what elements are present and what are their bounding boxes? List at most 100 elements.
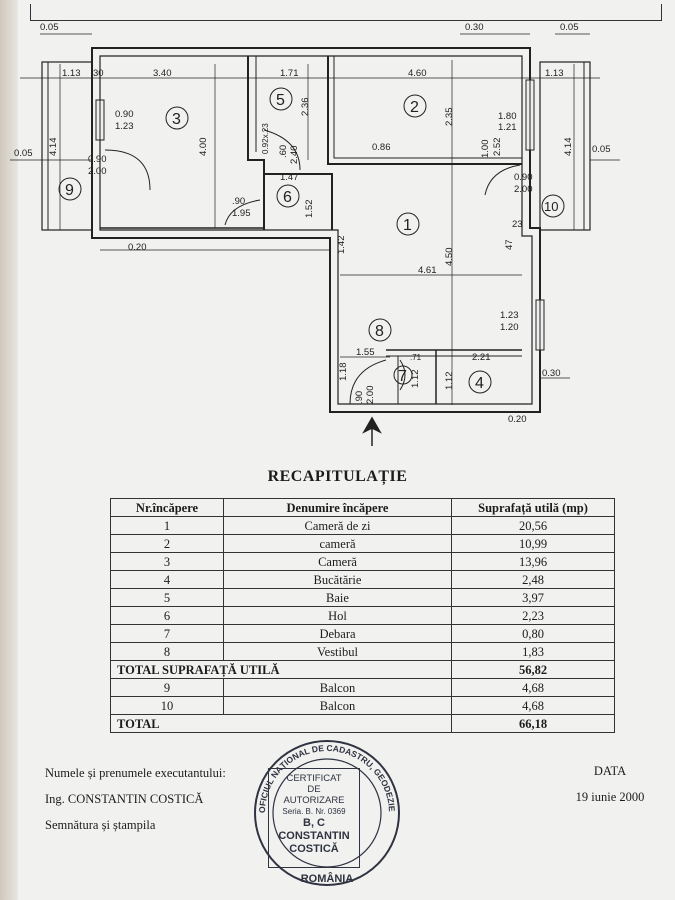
dim-label: 0.05 (40, 22, 59, 33)
stamp-line: COSTICĂ (289, 843, 339, 855)
dim-label: 0.90 (115, 109, 134, 120)
total-row: TOTAL 66,18 (110, 714, 615, 733)
executor-name: Ing. CONSTANTIN COSTICĂ (45, 792, 204, 806)
recap-title: RECAPITULAȚIE (267, 468, 408, 485)
room-area: 3,97 (451, 588, 615, 607)
stamp-line: DE (307, 784, 321, 795)
room-area: 2,23 (451, 606, 615, 625)
dim-label: 1.23 (500, 310, 519, 321)
dim-label: 4.00 (198, 138, 209, 157)
dim-label: 1.42 (336, 236, 347, 255)
date-label: DATA (593, 764, 627, 778)
dim-label: 0.05 (560, 22, 579, 33)
room-number: 8 (110, 642, 224, 661)
dim-label: 1.71 (280, 68, 299, 79)
stamp-line: Seria. B. Nr. 0369 (282, 807, 346, 816)
stamp-line: AUTORIZARE (283, 795, 345, 806)
dim-label: 1.21 (498, 122, 517, 133)
room-name: Balcon (223, 678, 452, 697)
dim-label: 30 (93, 68, 104, 79)
dim-label: 0.92x.23 (261, 123, 270, 154)
table-row: 5 Baie 3,97 (110, 588, 615, 607)
dim-label: 3.40 (153, 68, 172, 79)
dim-label: 4.60 (408, 68, 427, 79)
dim-label: 1.12 (410, 370, 421, 389)
dim-label: 1.20 (500, 322, 519, 333)
dim-label: 23 (512, 219, 523, 230)
dim-label: 2.00 (88, 166, 107, 177)
dim-label: 1.00 (480, 140, 491, 159)
room-name: Hol (223, 606, 452, 625)
dim-label: .71 (410, 353, 422, 362)
room-label-4: 4 (475, 375, 484, 392)
room-name: Cameră (223, 552, 452, 571)
room-name: Bucătărie (223, 570, 452, 589)
total-label: TOTAL (110, 714, 452, 733)
table-row: 10 Balcon 4,68 (110, 696, 615, 715)
dim-label: 2.36 (300, 98, 311, 117)
table-row: 8 Vestibul 1,83 (110, 642, 615, 661)
dim-label: 1.12 (444, 372, 455, 391)
table-row: 7 Debara 0,80 (110, 624, 615, 643)
dim-label: 0.90 (88, 154, 107, 165)
room-name: Balcon (223, 696, 452, 715)
room-number: 5 (110, 588, 224, 607)
room-area: 13,96 (451, 552, 615, 571)
entry-arrow-icon (362, 416, 382, 446)
room-name: cameră (223, 534, 452, 553)
table-row: 6 Hol 2,23 (110, 606, 615, 625)
dim-label: 1.47 (280, 172, 299, 183)
room-area: 10,99 (451, 534, 615, 553)
dim-label: 2.40 (289, 146, 300, 165)
room-number: 1 (110, 516, 224, 535)
page-border-top (30, 4, 662, 21)
table-header-row: Nr.încăpere Denumire încăpere Suprafață … (110, 498, 615, 517)
stamp-line: CERTIFICAT (286, 773, 342, 784)
total-value: 66,18 (451, 714, 615, 733)
dim-label: 2.52 (492, 138, 503, 157)
table-row: 1 Cameră de zi 20,56 (110, 516, 615, 535)
official-stamp: OFICIUL NAȚIONAL DE CADASTRU, GEODEZIE Ș… (252, 738, 400, 886)
room-label-1: 1 (403, 217, 412, 234)
room-label-7: 7 (398, 368, 407, 385)
room-number: 3 (110, 552, 224, 571)
stamp-line: B, C (303, 817, 325, 829)
dim-label: .90 (354, 391, 365, 404)
dim-label: 0.20 (128, 242, 147, 253)
date-value: 19 iunie 2000 (575, 790, 645, 804)
room-name: Baie (223, 588, 452, 607)
floor-plan: 3 2 1 4 5 6 7 8 9 10 0.05 0.30 0.05 1.13… (10, 22, 620, 446)
dim-label: 0.30 (542, 368, 561, 379)
column-header: Denumire încăpere (223, 498, 452, 517)
dim-label: 1.52 (304, 200, 315, 219)
dim-label: 4.14 (563, 138, 574, 157)
room-area: 2,48 (451, 570, 615, 589)
room-area: 1,83 (451, 642, 615, 661)
dim-label: 4.50 (444, 248, 455, 267)
room-number: 10 (110, 696, 224, 715)
table-row: 9 Balcon 4,68 (110, 678, 615, 697)
page-edge (0, 0, 18, 900)
room-name: Debara (223, 624, 452, 643)
room-area: 4,68 (451, 678, 615, 697)
room-number: 4 (110, 570, 224, 589)
room-area: 4,68 (451, 696, 615, 715)
room-number: 9 (110, 678, 224, 697)
room-name: Vestibul (223, 642, 452, 661)
dim-label: 0.90 (514, 172, 533, 183)
dim-label: 0.30 (465, 22, 484, 33)
dim-label: .60 (278, 145, 289, 158)
column-header: Nr.încăpere (110, 498, 224, 517)
room-number: 6 (110, 606, 224, 625)
room-label-6: 6 (283, 189, 292, 206)
dim-label: 1.13 (545, 68, 564, 79)
dim-label: 2.00 (514, 184, 533, 195)
room-name: Cameră de zi (223, 516, 452, 535)
dim-label: 47 (504, 239, 515, 250)
dim-label: 0.05 (592, 144, 611, 155)
dim-label: 0.86 (372, 142, 391, 153)
dim-label: 1.95 (232, 208, 251, 219)
dim-label: 2.00 (365, 386, 376, 405)
room-number: 7 (110, 624, 224, 643)
room-area: 0,80 (451, 624, 615, 643)
